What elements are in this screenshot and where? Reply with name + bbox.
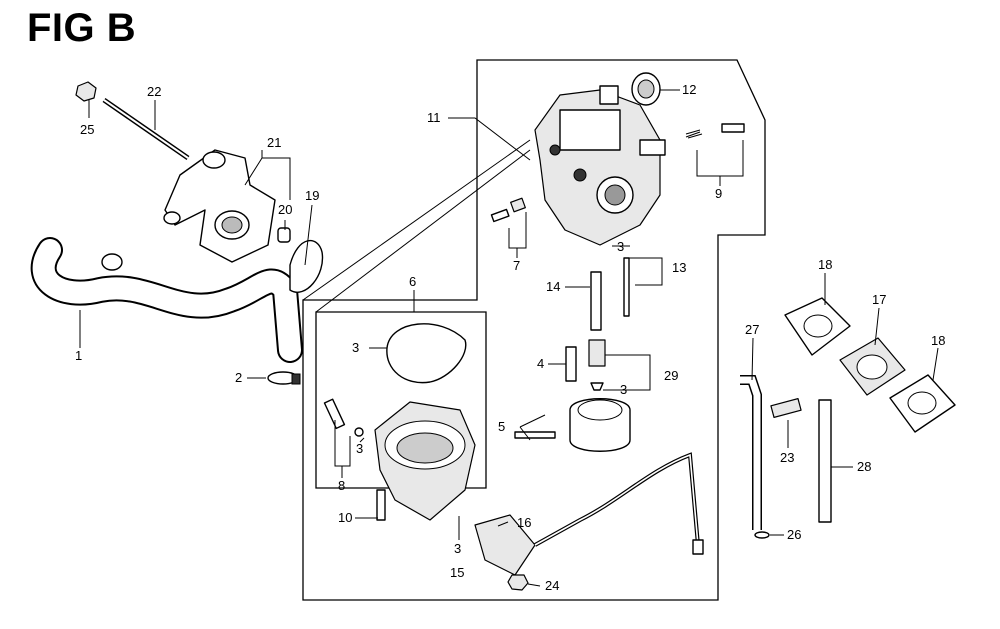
callout-10: 10 (338, 510, 352, 525)
callout-6: 6 (409, 274, 416, 289)
jet-part (565, 346, 577, 382)
pilot-screw-part (490, 197, 526, 223)
callout-9: 9 (715, 186, 722, 201)
float-part (514, 398, 631, 452)
float-chamber-gasket-part (386, 323, 467, 384)
callout-17: 17 (872, 292, 886, 307)
callout-2: 2 (235, 370, 242, 385)
fuel-cut-solenoid-part (474, 452, 704, 576)
callout-18-lower: 18 (931, 333, 945, 348)
callout-3-drain: 3 (356, 441, 363, 456)
callout-27: 27 (745, 322, 759, 337)
carburetor-assembly-outline (302, 59, 766, 601)
callout-1: 1 (75, 348, 82, 363)
solenoid-bolt-part (507, 574, 529, 591)
callout-25: 25 (80, 122, 94, 137)
lower-gasket-part (889, 374, 956, 433)
callout-22: 22 (147, 84, 161, 99)
small-clamp-part (754, 531, 770, 539)
clip-part (770, 397, 802, 419)
upper-gasket-part (784, 297, 851, 356)
callout-4: 4 (537, 356, 544, 371)
assembly-connector-line-2 (315, 149, 531, 313)
sleeve-part (277, 227, 291, 243)
callout-24: 24 (545, 578, 559, 593)
elbow-gasket-part (289, 239, 324, 293)
leader-lines (79, 89, 939, 587)
cap-part (631, 72, 661, 106)
callout-18-upper: 18 (818, 257, 832, 272)
callout-11: 11 (427, 110, 441, 125)
main-jet-part (588, 339, 606, 391)
callout-3-gasket: 3 (352, 340, 359, 355)
callout-23: 23 (780, 450, 794, 465)
main-nozzle-part (590, 271, 602, 331)
callout-3-upper: 3 (617, 239, 624, 254)
callout-5: 5 (498, 419, 505, 434)
callout-26: 26 (787, 527, 801, 542)
screw-spring-part (685, 123, 745, 139)
carburetor-body-part (534, 85, 666, 246)
float-chamber-part (374, 401, 476, 521)
callout-14: 14 (546, 279, 560, 294)
float-chamber-outline (315, 311, 487, 489)
intake-elbow-part (163, 149, 276, 263)
drain-screw-part (323, 398, 364, 437)
stud-bolt-part (102, 97, 190, 161)
callout-19: 19 (305, 188, 319, 203)
figure-title: FIG B (27, 6, 137, 50)
callout-13: 13 (672, 260, 686, 275)
bent-tube-part (740, 375, 762, 530)
air-hose-part (30, 237, 303, 363)
insulator-part (839, 337, 906, 396)
callout-labels: 1 2 3 3 3 3 3 4 5 6 7 8 9 10 11 12 13 14… (75, 82, 945, 593)
callout-8: 8 (338, 478, 345, 493)
callout-20: 20 (278, 202, 292, 217)
callout-16: 16 (517, 515, 531, 530)
callout-15: 15 (450, 565, 464, 580)
callout-12: 12 (682, 82, 696, 97)
assembly-connector-line (302, 139, 531, 301)
callout-3-lower: 3 (454, 541, 461, 556)
hose-clamp-part (267, 371, 301, 385)
needle-part (623, 257, 630, 317)
callout-21: 21 (267, 135, 281, 150)
callout-28: 28 (857, 459, 871, 474)
callout-3-mid: 3 (620, 382, 627, 397)
callout-7: 7 (513, 258, 520, 273)
callout-29: 29 (664, 368, 678, 383)
straight-tube-part (818, 399, 832, 523)
bolt-part (376, 489, 386, 521)
nut-part (75, 81, 97, 102)
